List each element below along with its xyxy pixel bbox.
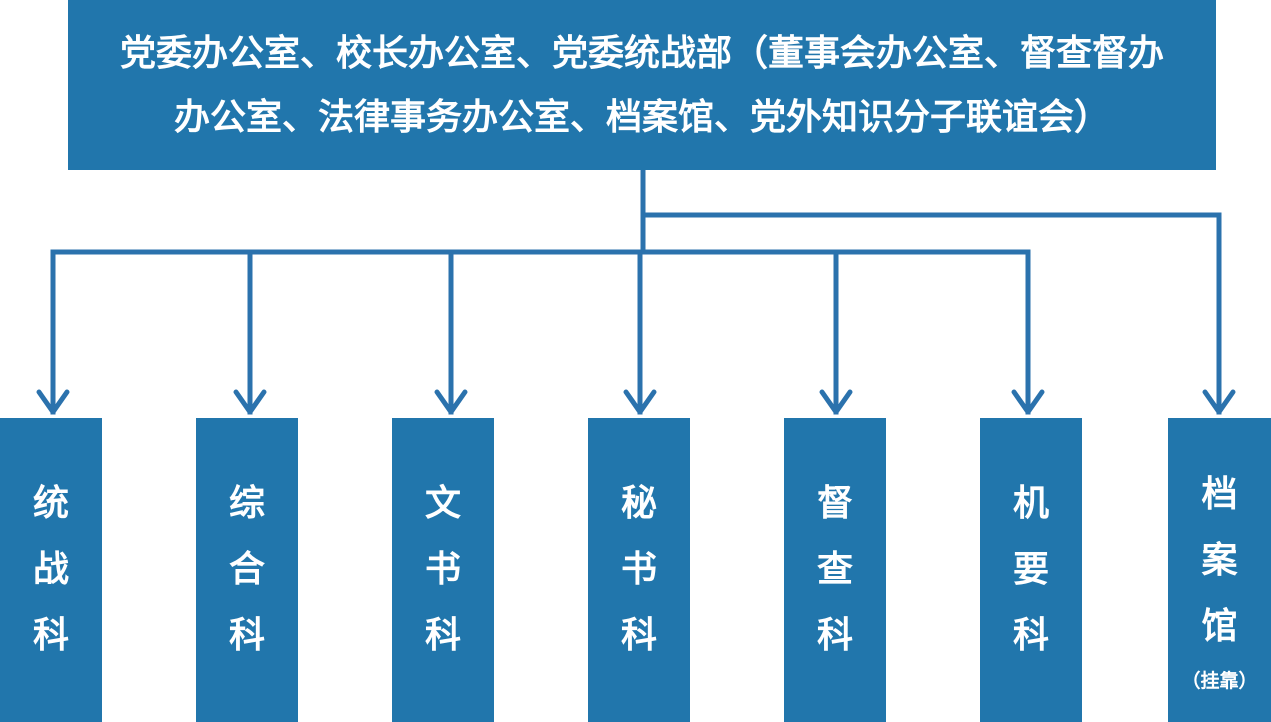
dept-char: 要 (1012, 549, 1049, 590)
dept-char: 馆 (1201, 605, 1238, 647)
dept-char: 科 (228, 615, 265, 656)
parent-office-line-1: 党委办公室、校长办公室、党委统战部（董事会办公室、督查督办 (119, 32, 1164, 74)
dept-char: 综 (228, 483, 265, 524)
arrowhead-wenshu (434, 389, 468, 415)
dept-box-dangan: 档 案 馆 （挂靠） (1168, 418, 1271, 722)
dept-char: 查 (816, 549, 853, 590)
dept-char: 科 (32, 615, 69, 656)
dept-char: 书 (620, 549, 657, 590)
parent-office-box: 党委办公室、校长办公室、党委统战部（董事会办公室、督查督办 办公室、法律事务办公… (68, 0, 1216, 170)
arrowhead-dangan (1202, 389, 1236, 415)
dept-char: 科 (620, 615, 657, 656)
dept-box-zonghe: 综 合 科 (196, 418, 298, 722)
arrowhead-ducha (819, 389, 853, 415)
dept-char: 机 (1012, 483, 1049, 524)
dept-box-tongzhan: 统 战 科 (0, 418, 102, 722)
dept-char: 书 (424, 549, 461, 590)
dept-char: 秘 (620, 483, 657, 524)
dept-char: 科 (816, 615, 853, 656)
dept-char: 科 (1012, 615, 1049, 656)
dept-char: 科 (424, 615, 461, 656)
dept-char: 战 (32, 549, 69, 590)
dept-box-ducha: 督 查 科 (784, 418, 886, 722)
dept-box-mishu: 秘 书 科 (588, 418, 690, 722)
dept-box-jiyao: 机 要 科 (980, 418, 1082, 722)
arrowhead-zonghe (233, 389, 267, 415)
dept-char: 档 (1201, 473, 1238, 515)
arrowhead-mishu (623, 389, 657, 415)
parent-office-line-2: 办公室、法律事务办公室、档案馆、党外知识分子联谊会） (173, 96, 1110, 138)
dept-char: 案 (1201, 539, 1238, 581)
dept-char: 督 (816, 483, 853, 524)
dept-label: 综 合 科 (229, 471, 265, 669)
dept-label: 统 战 科 (33, 471, 69, 669)
dept-char: 统 (32, 483, 69, 524)
dept-label: 秘 书 科 (621, 471, 657, 669)
arrowhead-jiyao (1011, 389, 1045, 415)
dept-note: （挂靠） (1181, 669, 1258, 692)
dept-char: 文 (424, 483, 461, 524)
dept-label: 机 要 科 (1013, 471, 1049, 669)
arrowhead-tongzhan (36, 389, 70, 415)
dept-label: 督 查 科 (817, 471, 853, 669)
dept-label: 档 案 馆 (1201, 462, 1237, 660)
dept-box-wenshu: 文 书 科 (392, 418, 494, 722)
dept-char: 合 (228, 549, 265, 590)
dept-label: 文 书 科 (425, 471, 461, 669)
